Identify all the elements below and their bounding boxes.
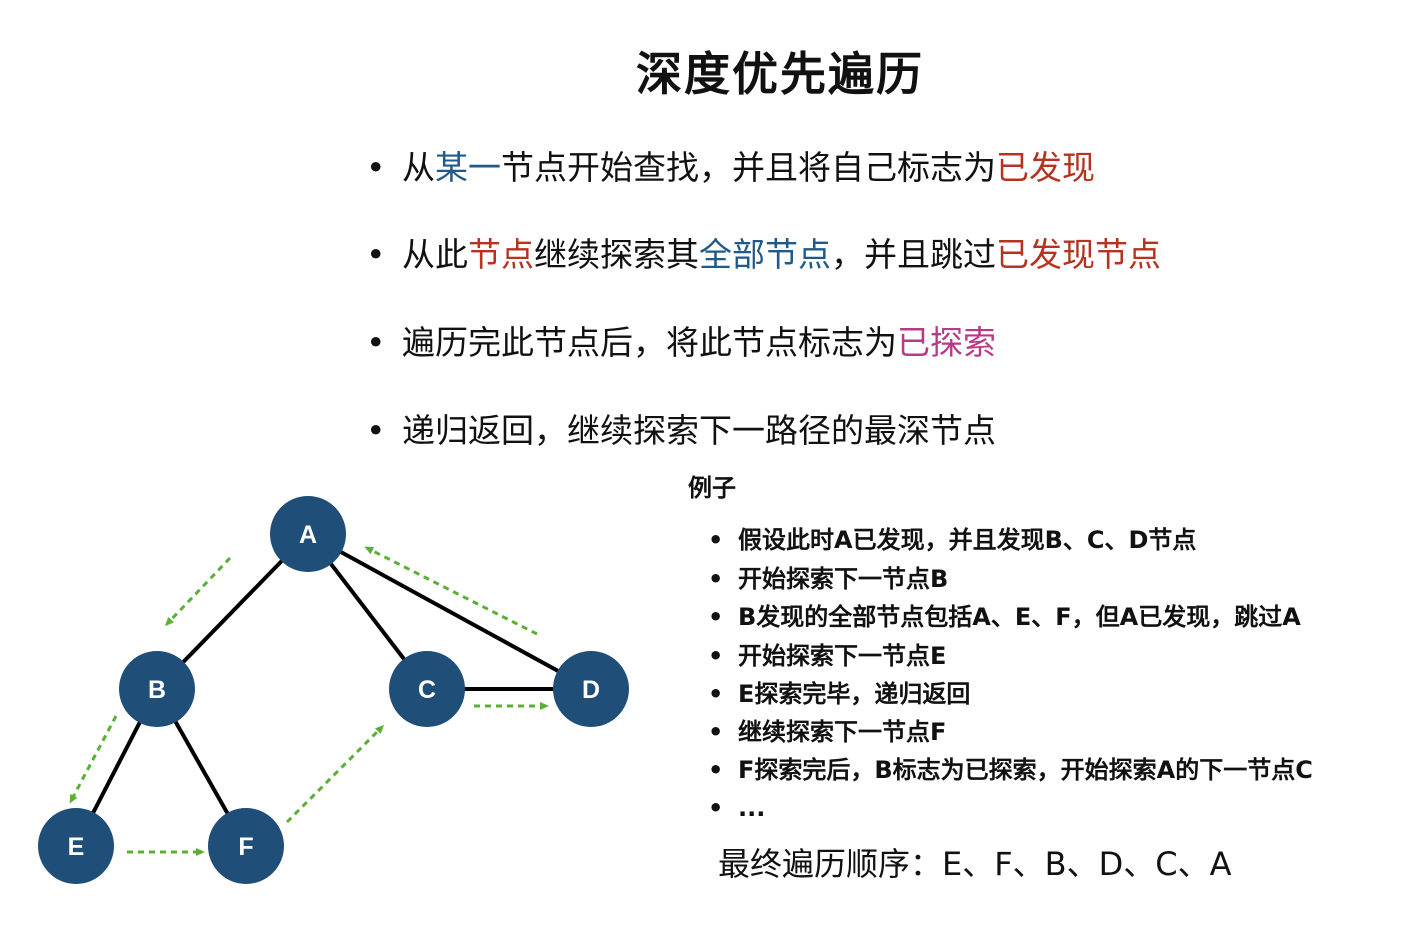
node-D: D [553,651,629,727]
node-label: A [299,521,317,549]
rule-text: 递归返回，继续探索下一路径的最深节点 [402,411,996,450]
bullet-dot-icon: • [366,323,386,362]
graph-diagram: A B C D E F [38,496,629,884]
rule-item: • 从此节点继续探索其全部节点，并且跳过已发现节点 [366,235,1161,275]
traversal-arrow-D-A [364,546,538,636]
rule-text: 从此节点继续探索其全部节点，并且跳过已发现节点 [402,235,1161,274]
bullet-dot-icon: • [708,680,724,708]
example-step-text: F探索完后，B标志为已探索，开始探索A的下一节点C [738,756,1313,784]
node-C: C [389,651,465,727]
example-heading: 例子 [688,474,736,502]
rule-item: • 递归返回，继续探索下一路径的最深节点 [366,411,996,451]
example-step: • 开始探索下一节点E [708,641,946,671]
example-step-text: ... [738,794,766,822]
highlight-text: 节点 [468,235,534,274]
traversal-arrows [69,546,549,856]
example-step-text: 假设此时A已发现，并且发现B、C、D节点 [738,526,1197,554]
node-F: F [208,808,284,884]
example-step: • B发现的全部节点包括A、E、F，但A已发现，跳过A [708,602,1301,632]
bullet-dot-icon: • [708,642,724,670]
bullet-dot-icon: • [366,411,386,450]
highlight-text: 全部节点 [699,235,831,274]
highlight-text: 已探索 [897,323,996,362]
rule-text: 从某一节点开始查找，并且将自己标志为已发现 [402,148,1095,187]
example-step: • E探索完毕，递归返回 [708,679,970,709]
bullet-dot-icon: • [708,565,724,593]
node-circle [38,808,114,884]
example-step-text: E探索完毕，递归返回 [738,680,971,708]
bullet-dot-icon: • [366,148,386,187]
example-step: • 继续探索下一节点F [708,717,946,747]
node-B: B [119,651,195,727]
example-step-text: B发现的全部节点包括A、E、F，但A已发现，跳过A [738,603,1301,631]
edge-A-D [307,532,592,691]
node-label: C [418,676,436,704]
node-label: D [582,676,600,704]
node-circle [270,496,346,572]
example-step: • F探索完后，B标志为已探索，开始探索A的下一节点C [708,755,1313,785]
page-title: 深度优先遍历 [636,47,924,101]
node-circle [553,651,629,727]
example-step-text: 开始探索下一节点B [738,565,949,593]
bullet-dot-icon: • [708,794,724,822]
plain-text: 从 [402,148,435,187]
plain-text: 从此 [402,235,468,274]
node-label: E [68,833,85,861]
graph-nodes: A B C D E F [38,496,629,884]
rule-text: 遍历完此节点后，将此节点标志为已探索 [402,323,996,362]
example-step-text: 开始探索下一节点E [738,642,947,670]
highlight-text: 某一 [435,148,501,187]
highlight-text: 已发现节点 [996,235,1161,274]
example-step: • 开始探索下一节点B [708,564,948,594]
example-step-text: 继续探索下一节点F [738,718,947,746]
node-circle [119,651,195,727]
traversal-result: 最终遍历顺序：E、F、B、D、C、A [718,845,1232,883]
traversal-arrow-F-C [285,724,385,824]
example-step: • 假设此时A已发现，并且发现B、C、D节点 [708,525,1196,555]
rule-item: • 从某一节点开始查找，并且将自己标志为已发现 [366,148,1095,188]
plain-text: ，并且跳过 [831,235,996,274]
plain-text: 继续探索其 [534,235,699,274]
node-label: B [148,676,166,704]
highlight-text: 已发现 [996,148,1095,187]
bullet-dot-icon: • [708,526,724,554]
rule-item: • 遍历完此节点后，将此节点标志为已探索 [366,323,996,363]
plain-text: 节点开始查找，并且将自己标志为 [501,148,996,187]
plain-text: 递归返回，继续探索下一路径的最深节点 [402,411,996,450]
bullet-dot-icon: • [708,756,724,784]
traversal-arrow-B-E [69,715,118,804]
node-E: E [38,808,114,884]
node-label: F [238,833,253,861]
bullet-dot-icon: • [708,603,724,631]
traversal-arrow-A-B [164,556,232,627]
node-A: A [270,496,346,572]
node-circle [208,808,284,884]
bullet-dot-icon: • [366,235,386,274]
plain-text: 遍历完此节点后，将此节点标志为 [402,323,897,362]
bullet-dot-icon: • [708,718,724,746]
node-circle [389,651,465,727]
example-step: •... [708,793,765,823]
